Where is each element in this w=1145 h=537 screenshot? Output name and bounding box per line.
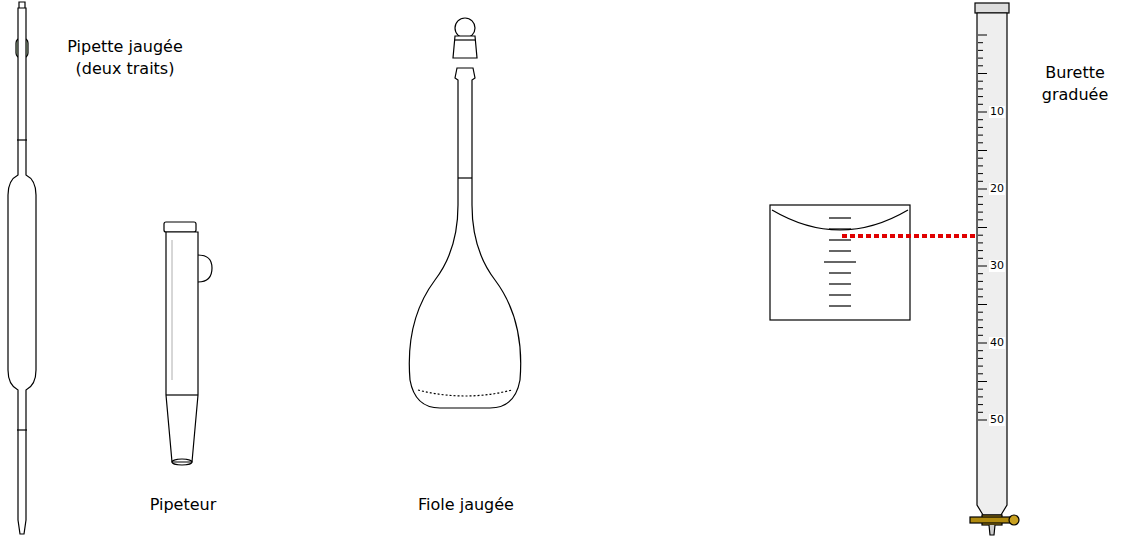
tick [978, 119, 983, 120]
tick [829, 272, 851, 273]
scale-number: 50 [989, 414, 1005, 426]
tick [978, 204, 983, 205]
tick [978, 242, 983, 243]
tick [978, 404, 983, 405]
tick [978, 196, 983, 197]
tick [978, 135, 983, 136]
tick [824, 261, 856, 262]
tick [829, 294, 851, 295]
tick [978, 212, 983, 213]
tick [978, 81, 983, 82]
tick [978, 304, 987, 305]
pipette-filler [164, 222, 212, 465]
tick [978, 158, 983, 159]
scale-number: 40 [989, 337, 1005, 349]
scale-number: 10 [989, 106, 1005, 118]
tick [829, 250, 851, 251]
tick [978, 396, 983, 397]
tick [978, 96, 983, 97]
tick [978, 127, 983, 128]
tick [978, 219, 983, 220]
tick [978, 296, 983, 297]
tick [978, 142, 983, 143]
burette [970, 3, 1019, 535]
tick [829, 283, 851, 284]
instrument-label: Pipette jaugée (deux traits) [55, 36, 195, 81]
tick [978, 358, 983, 359]
tick [978, 112, 987, 113]
tick [978, 389, 983, 390]
tick [829, 305, 851, 306]
tick [978, 335, 983, 336]
tick [978, 173, 983, 174]
tick [978, 289, 983, 290]
tick [978, 366, 983, 367]
tick [978, 88, 983, 89]
tick [829, 239, 851, 240]
instrument-label: Pipeteur [123, 494, 243, 516]
tick [978, 50, 983, 51]
tick [978, 189, 987, 190]
tick [978, 273, 983, 274]
tick [978, 58, 983, 59]
meniscus-inset [770, 205, 910, 320]
scale-number: 20 [989, 183, 1005, 195]
tick [978, 42, 983, 43]
tick [829, 228, 851, 229]
tick [978, 350, 983, 351]
tick [978, 227, 987, 228]
tick [978, 250, 983, 251]
pipette [8, 2, 36, 534]
tick [978, 312, 983, 313]
tick [978, 35, 987, 36]
instrument-label: Fiole jaugée [396, 494, 536, 516]
tick [978, 73, 987, 74]
volumetric-flask [409, 18, 520, 408]
tick [978, 266, 987, 267]
tick [978, 150, 987, 151]
instrument-label: Burette graduée [1030, 62, 1120, 107]
tick [978, 381, 987, 382]
tick [829, 217, 851, 218]
tick [978, 181, 983, 182]
tick [978, 420, 987, 421]
tick [978, 319, 983, 320]
tick [978, 373, 983, 374]
tick [978, 281, 983, 282]
tick [978, 65, 983, 66]
tick [978, 258, 983, 259]
tick [978, 165, 983, 166]
tick [978, 235, 983, 236]
tick [978, 327, 983, 328]
tick [978, 343, 987, 344]
reading-line [842, 234, 975, 238]
tick [978, 104, 983, 105]
scale-number: 30 [989, 260, 1005, 272]
tick [978, 412, 983, 413]
